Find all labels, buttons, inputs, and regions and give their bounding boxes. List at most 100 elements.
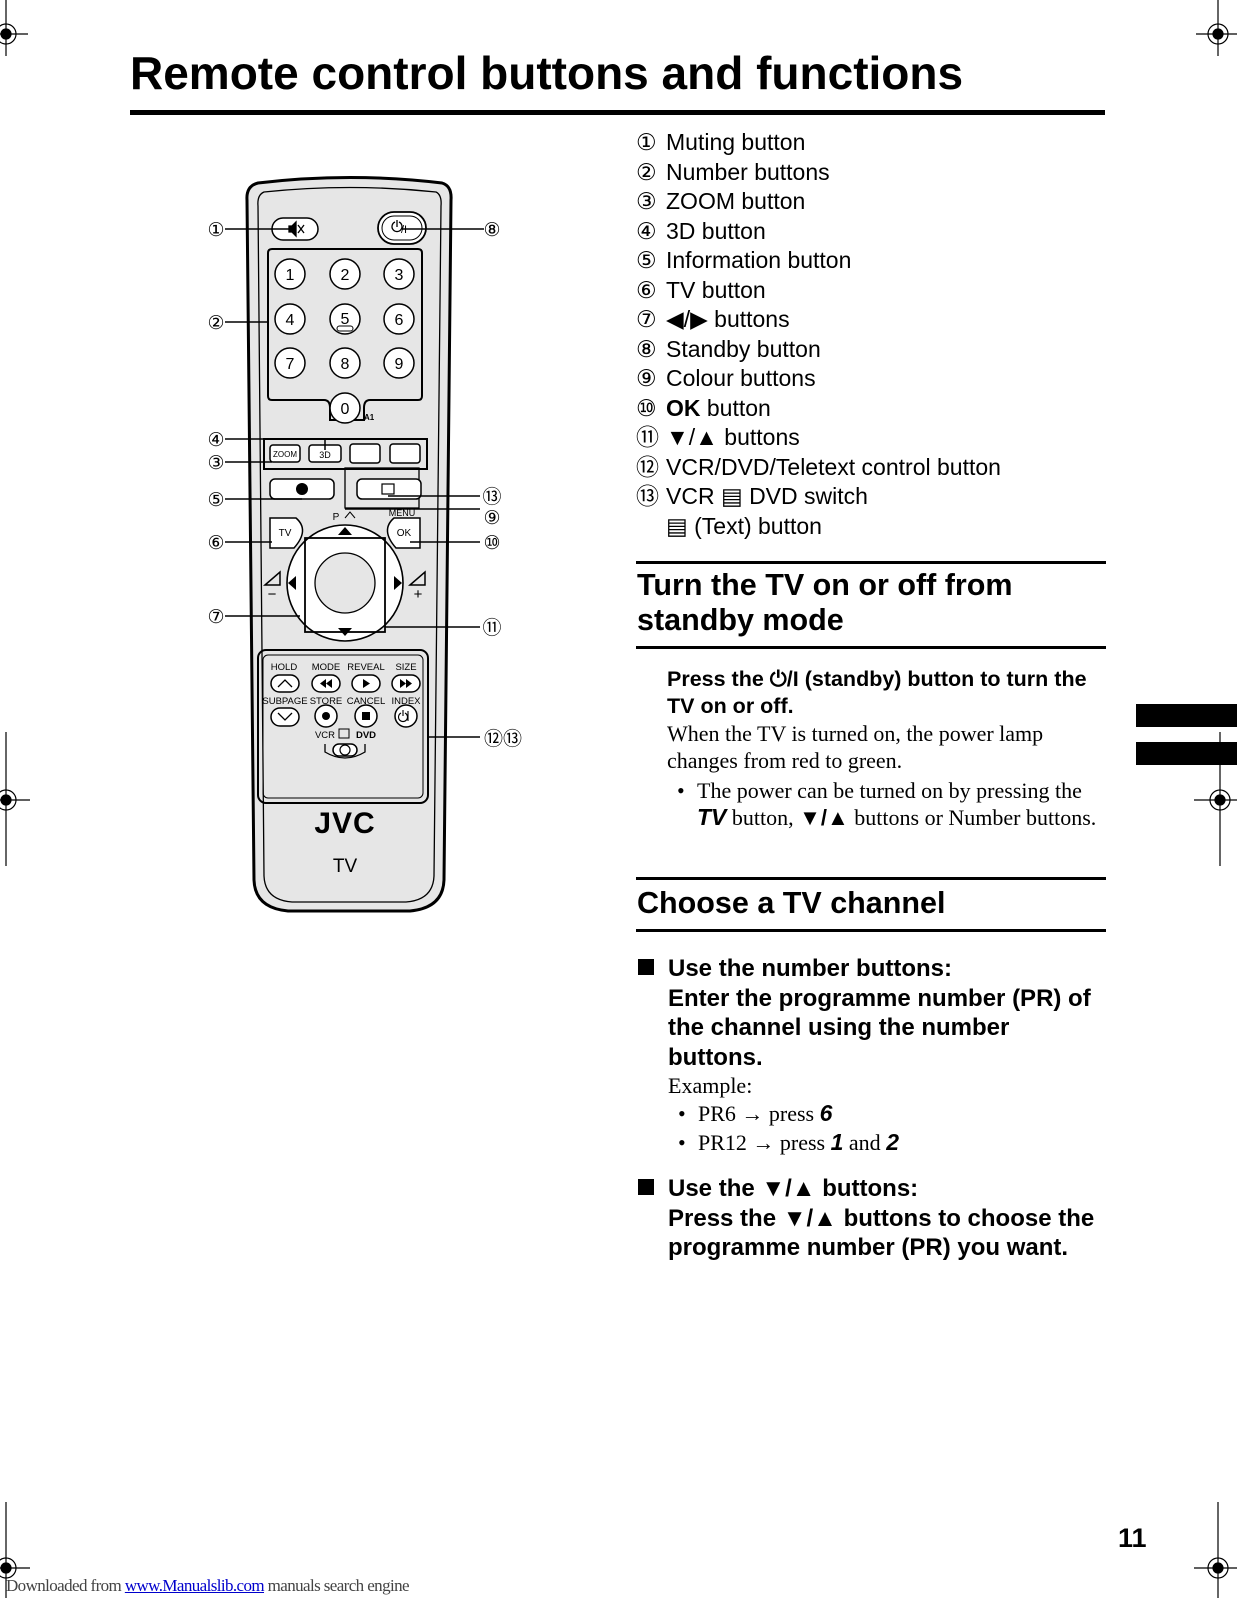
callout-6: ⑥	[207, 533, 224, 554]
size-label: SIZE	[395, 662, 416, 673]
crop-mark-icon	[1196, 0, 1237, 56]
dvd-label: DVD	[356, 730, 376, 741]
section-rule	[636, 646, 1106, 649]
callout-13: ⑬	[482, 486, 501, 508]
cancel-button[interactable]	[354, 704, 378, 728]
rewind-icon	[320, 679, 332, 688]
key-label: 0	[341, 401, 350, 418]
number-button-8[interactable]: 8	[329, 347, 361, 379]
info-icon	[296, 483, 308, 495]
callout-1: ①	[207, 220, 224, 241]
vcr-dvd-switch[interactable]	[324, 743, 366, 759]
teletext-icon	[381, 483, 395, 495]
text-button[interactable]	[356, 478, 422, 500]
number-button-7[interactable]: 7	[274, 347, 306, 379]
key-label: 9	[395, 356, 404, 373]
power-icon: /I	[391, 220, 407, 236]
number-button-9[interactable]: 9	[383, 347, 415, 379]
list-item: PR6 → press 6	[668, 1099, 1108, 1128]
page-number: 11	[1118, 1523, 1147, 1553]
volume-down-button[interactable]	[288, 576, 296, 590]
hold-button[interactable]	[270, 674, 300, 693]
section-rule	[636, 929, 1106, 932]
colour-button-blue[interactable]	[389, 443, 421, 464]
crop-mark-icon	[1194, 1502, 1237, 1598]
legend-item: ⑦◀/▶ buttons	[636, 306, 790, 332]
volume-up-button[interactable]	[394, 576, 402, 590]
number-button-0[interactable]: 0	[329, 392, 361, 424]
size-button[interactable]	[391, 674, 421, 693]
stop-icon	[362, 712, 370, 720]
p-label: P	[333, 512, 340, 523]
standby-heading: Turn the TV on or off from standby mode	[637, 568, 1013, 637]
manualslib-link[interactable]: www.Manualslib.com	[124, 1576, 265, 1595]
standby-body: Press the ⏻/I (standby) button to turn t…	[667, 666, 1112, 831]
mode-label: MODE	[312, 662, 341, 673]
subpage-label: SUBPAGE	[262, 696, 307, 707]
zoom-button[interactable]: ZOOM	[269, 444, 301, 463]
crop-mark-icon	[0, 0, 28, 56]
section-rule	[636, 561, 1106, 564]
left-arrow-icon	[288, 576, 296, 590]
key-label: OK	[397, 528, 412, 539]
key-label: 5	[341, 311, 350, 328]
arrows-instruction: Press the ▼/▲ buttons to choose the prog…	[668, 1204, 1095, 1262]
reveal-button[interactable]	[351, 674, 381, 693]
example-label: Example:	[668, 1073, 753, 1098]
channel-up-button[interactable]	[338, 527, 352, 535]
standby-instruction: Press the ⏻/I (standby) button to turn t…	[667, 667, 1087, 718]
svg-text:/I: /I	[401, 224, 407, 236]
number-button-5[interactable]: 5	[329, 303, 361, 335]
key-label: 6	[395, 312, 404, 329]
hold-label: HOLD	[271, 662, 298, 673]
number-button-1[interactable]: 1	[274, 258, 306, 290]
colour-button-yellow[interactable]	[349, 443, 381, 464]
standby-notes: The power can be turned on by pressing t…	[667, 777, 1112, 831]
store-button[interactable]	[314, 704, 338, 728]
index-button[interactable]	[394, 704, 418, 728]
list-item: The power can be turned on by pressing t…	[667, 777, 1112, 831]
store-label: STORE	[310, 696, 343, 707]
crop-mark-icon	[0, 732, 30, 866]
number-button-4[interactable]: 4	[274, 303, 306, 335]
a1-label: A1	[364, 413, 375, 422]
channel-heading: Choose a TV channel	[637, 886, 946, 920]
ok-button[interactable]: OK	[386, 517, 421, 549]
subpage-button[interactable]	[270, 707, 300, 727]
section-rule	[636, 877, 1106, 880]
mode-button[interactable]	[311, 674, 341, 693]
callout-7: ⑦	[207, 607, 224, 628]
callout-12-13: ⑫⑬	[484, 728, 522, 750]
power-icon	[397, 710, 409, 723]
up-arrow-icon	[338, 527, 352, 535]
callout-8: ⑧	[483, 220, 500, 241]
menu-label: MENU	[389, 508, 416, 518]
number-button-2[interactable]: 2	[329, 258, 361, 290]
info-button[interactable]	[269, 478, 335, 500]
vcr-label: VCR	[315, 730, 335, 741]
number-button-6[interactable]: 6	[383, 303, 415, 335]
standby-text: When the TV is turned on, the power lamp…	[667, 721, 1044, 773]
number-button-3[interactable]: 3	[383, 258, 415, 290]
teletext-icon	[338, 728, 350, 739]
up-chevron-icon	[277, 679, 293, 688]
jvc-logo: JVC	[314, 807, 375, 840]
mute-icon	[288, 220, 305, 238]
example-list: PR6 → press 6 PR12 → press 1 and 2	[638, 1099, 1108, 1157]
cancel-label: CANCEL	[347, 696, 386, 707]
key-label: 8	[341, 356, 350, 373]
key-label: 3D	[319, 450, 331, 460]
channel-arrows-block: Use the ▼/▲ buttons: Press the ▼/▲ butto…	[638, 1174, 1108, 1263]
remote-illustration: /I 1 2 3 4 5 6 7 8 9 0 A1 ZOOM 3D MENU P…	[207, 176, 522, 913]
tv-button[interactable]: TV	[269, 517, 304, 549]
square-bullet-icon	[638, 1179, 654, 1195]
callout-2: ②	[207, 313, 224, 334]
